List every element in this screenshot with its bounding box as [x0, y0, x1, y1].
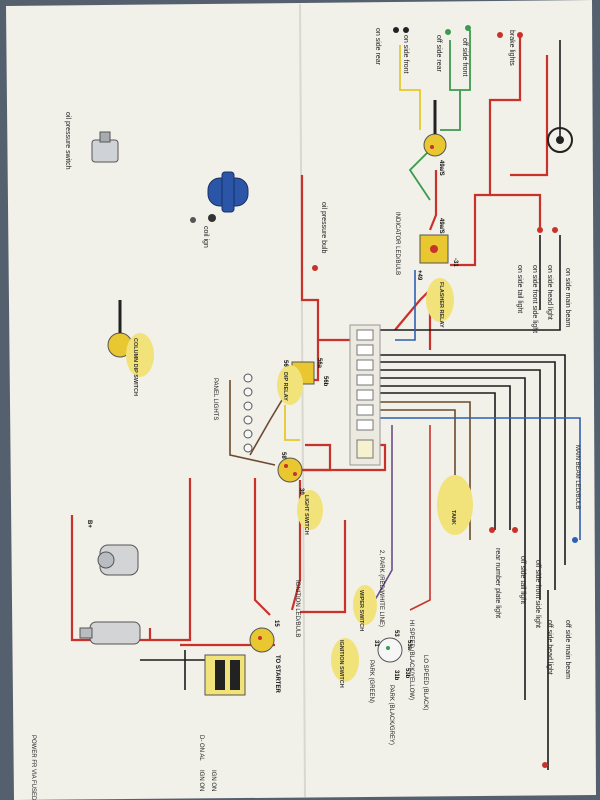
on-side-rear-label: on side rear [374, 28, 381, 66]
indicator-led-label: INDICATOR LED/BULB [394, 212, 400, 275]
oil-pressure-switch-icon [91, 131, 119, 163]
ignition-led-label: IGNITION LED/BULB [294, 580, 300, 637]
main-beam-led-label: MAIN BEAM LED/BULB [574, 445, 580, 509]
wiper-switch-label: WIPER SWITCH [358, 590, 364, 631]
column-dip-switch-icon [107, 300, 133, 358]
tank-label: TANK [450, 510, 456, 525]
flasher-switch-icon [423, 100, 447, 157]
power-fused-label: POWER FR VIA FUSED CONNECT [30, 735, 36, 800]
oil-pressure-switch-label: oil pressure switch [64, 112, 71, 170]
starter-motor-icon [79, 621, 141, 645]
green-wires [408, 30, 471, 201]
flasher-relay-icon [419, 234, 449, 264]
tank-sender-icon [437, 475, 473, 535]
panel-lights-icon [243, 373, 253, 453]
terminal-56: 56 [282, 360, 288, 367]
flasher-relay-label: FLASHER RELAY [438, 282, 444, 328]
ignition-switch-icon [249, 627, 275, 653]
terminal-49a-relay: 49a/S [438, 218, 444, 234]
off-side-head-light-label: off side head light [546, 620, 553, 675]
b-plus-label: B+ [86, 520, 92, 528]
ign-on-label-2: IGN ON [210, 770, 216, 791]
wiper-wire-label: 2, PARK (RED/WHITE LINE) [378, 550, 384, 627]
terminal-15: 15 [273, 620, 279, 627]
coil-ign-label: coil ign [202, 226, 209, 248]
light-switch-icon [277, 457, 303, 483]
terminal-56a: 56a [316, 358, 322, 369]
terminal-30: 30 [298, 488, 304, 495]
oil-pressure-bulb-label: oil pressure bulb [320, 202, 327, 253]
dip-relay-label: DIP RELAY [282, 372, 288, 401]
hi-speed-label: HI SPEED (BLACK/YELLOW) [408, 620, 414, 700]
to-starter-label: TO STARTER [274, 655, 280, 693]
off-side-front-label: off side front [461, 38, 468, 76]
ignition-coil-icon [207, 171, 249, 222]
d-on-al-label: D- ON AL [198, 735, 204, 761]
off-side-rear-label: off side rear [435, 35, 442, 73]
off-side-front-side-light-label: off side front side light [534, 560, 541, 628]
light-switch-label: LIGHT SWITCH [303, 495, 309, 535]
on-side-head-light-label: on side head light [546, 265, 553, 320]
terminal-53a: 53a [406, 640, 412, 651]
lo-speed-label: LO SPEED (BLACK) [422, 655, 428, 710]
off-side-main-beam-label: off side main beam [564, 620, 571, 679]
terminal-49a-top: 49a/S [438, 160, 444, 176]
yellow-wires [284, 45, 421, 441]
on-side-tail-light-label: on side tail light [516, 265, 523, 313]
alternator-icon [97, 544, 139, 576]
rear-number-plate-light-label: rear number plate light [494, 548, 501, 618]
park-green-label: PARK (GREEN) [368, 660, 374, 703]
terminal-53b: 53b [404, 668, 410, 679]
terminal-31: -31 [452, 258, 458, 267]
paper-fold [299, 3, 306, 798]
park-blackgrey-label: PARK (BLACK/GREY) [388, 685, 394, 745]
lamp-markers [190, 25, 578, 768]
terminal-49: +49 [416, 270, 422, 281]
on-side-main-beam-label: on side main beam [564, 268, 571, 327]
off-side-tail-light-label: off side tail light [519, 556, 526, 604]
connector-block [349, 324, 381, 466]
terminal-53: 53 [393, 630, 399, 637]
on-side-front-label: on side front [402, 35, 409, 74]
wiper-switch-icon [377, 637, 403, 663]
label-blobs [126, 278, 454, 682]
paper-sheet [6, 0, 596, 800]
terminal-56b: 56b [322, 376, 328, 387]
terminal-31c: 31 [373, 640, 379, 647]
ignition-switch-label: IGNITION SWITCH [338, 640, 344, 688]
blue-wires [374, 270, 581, 611]
ign-on-label-1: IGN ON [198, 770, 204, 791]
on-side-front-side-light-label: on side front side light [531, 265, 538, 333]
terminal-31b: 31b [393, 670, 399, 681]
panel-lights-label: PANEL LIGHTS [212, 378, 218, 420]
horn-push-icon [547, 127, 573, 153]
brake-lights-label: brake lights [508, 30, 515, 66]
column-dip-switch-label: COLUMN DIP SWITCH [132, 338, 138, 396]
terminal-58: 58 [280, 452, 286, 459]
diagram-labels: brake lights off side front off side rear o… [30, 28, 580, 800]
battery-icon [204, 654, 246, 696]
